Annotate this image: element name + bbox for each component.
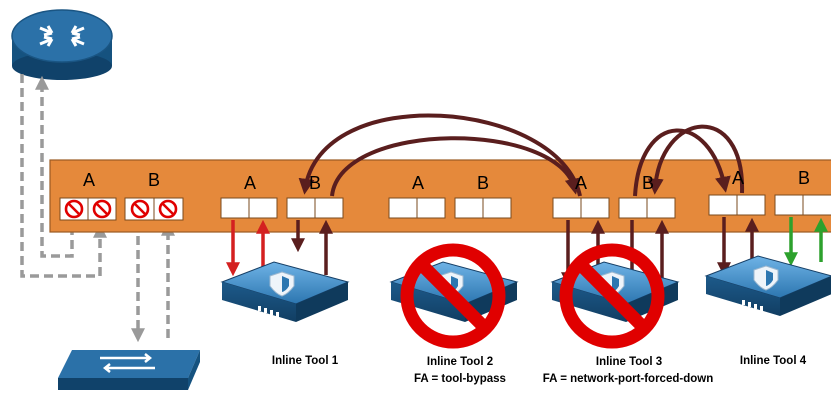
port-label-b: B [147, 170, 160, 190]
switch-icon [58, 350, 200, 390]
router-icon [11, 9, 113, 80]
port-label-a: A [574, 173, 587, 193]
tool-label: Inline Tool 1 [271, 355, 339, 367]
tool-ports [220, 194, 831, 219]
switch-to-port-links [131, 221, 175, 343]
tool-label: Inline Tool 3 [595, 356, 663, 368]
port-label-b: B [641, 173, 654, 193]
tool-failure-action: FA = network-port-forced-down [542, 373, 714, 385]
port-label-b: B [476, 173, 489, 193]
tool-label: Inline Tool 4 [739, 355, 807, 367]
network-port-group-1 [59, 197, 184, 221]
port-label-b: B [308, 173, 321, 193]
port-chain-arrows [298, 113, 745, 197]
tool-1-links [226, 219, 333, 277]
port-label-a: A [411, 173, 424, 193]
port-label-b: B [797, 168, 810, 188]
tool-failure-action: FA = tool-bypass [414, 373, 506, 385]
prohibited-icon [400, 243, 506, 349]
port-label-a: A [82, 170, 95, 190]
router-to-port-links [20, 74, 107, 278]
security-appliance-icon [220, 261, 350, 322]
port-label-a: A [731, 168, 744, 188]
port-label-a: A [243, 173, 256, 193]
security-appliance-icon [704, 255, 831, 316]
tool-label: Inline Tool 2 [426, 356, 494, 368]
prohibited-icon [559, 243, 665, 349]
prohibited-icon [64, 199, 178, 219]
